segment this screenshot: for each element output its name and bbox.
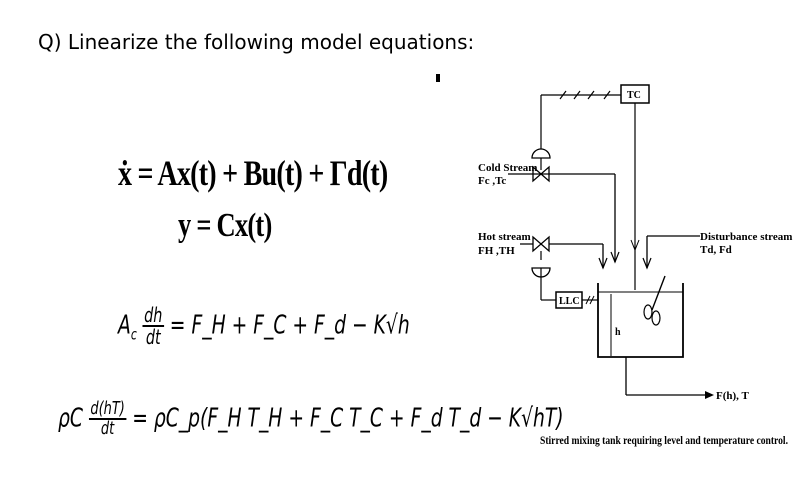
cold-stream-vars: Fc ,Tc bbox=[478, 175, 506, 187]
level-derivative-num: dh bbox=[142, 303, 164, 327]
energy-lhs-pre: ρC bbox=[58, 403, 83, 434]
cold-stream-label: Cold Stream bbox=[478, 162, 537, 174]
level-derivative-den: dt bbox=[145, 325, 161, 349]
disturbance-label: Disturbance stream bbox=[700, 231, 792, 243]
outflow-arrow bbox=[705, 391, 714, 399]
tc-probe-arrow bbox=[630, 239, 640, 252]
hot-stream-vars: FH ,TH bbox=[478, 245, 515, 257]
energy-rhs: = ρC_p(F_H T_H + F_C T_C + F_d T_d − K√h… bbox=[132, 403, 564, 434]
level-derivative: dh dt bbox=[142, 303, 164, 349]
stray-mark bbox=[436, 74, 440, 82]
outflow-label: F(h), T bbox=[716, 390, 749, 402]
disturbance-vars: Td, Fd bbox=[700, 244, 732, 256]
level-h-label: h bbox=[615, 327, 621, 338]
energy-derivative: d(hT) dt bbox=[88, 398, 127, 439]
level-equation: Ac dh dt = F_H + F_C + F_d − K√h bbox=[118, 305, 410, 347]
energy-equation: ρC d(hT) dt = ρC_p(F_H T_H + F_C T_C + F… bbox=[58, 400, 564, 438]
state-equation: ẋ = Ax(t) + Bu(t) + Γd(t) bbox=[118, 153, 388, 193]
level-rhs: = F_H + F_C + F_d − K√h bbox=[169, 310, 410, 341]
question-text: Q) Linearize the following model equatio… bbox=[38, 30, 475, 54]
stirrer-shaft bbox=[651, 275, 666, 311]
hot-valve bbox=[532, 235, 550, 253]
energy-derivative-num: d(hT) bbox=[88, 398, 127, 420]
tc-label: TC bbox=[627, 90, 641, 101]
signal-hash-marks bbox=[559, 90, 611, 100]
level-coef-sub: c bbox=[130, 325, 137, 344]
output-equation: y = Cx(t) bbox=[178, 207, 272, 244]
cold-valve-actuator bbox=[531, 148, 551, 159]
energy-derivative-den: dt bbox=[100, 418, 115, 439]
tank bbox=[597, 283, 684, 358]
stirrer-blade bbox=[643, 304, 653, 320]
hot-stream-label: Hot stream bbox=[478, 231, 531, 243]
diagram-caption: Stirred mixing tank requiring level and … bbox=[540, 433, 788, 447]
llc-label: LLC bbox=[559, 296, 580, 307]
level-coef: A bbox=[118, 310, 131, 341]
